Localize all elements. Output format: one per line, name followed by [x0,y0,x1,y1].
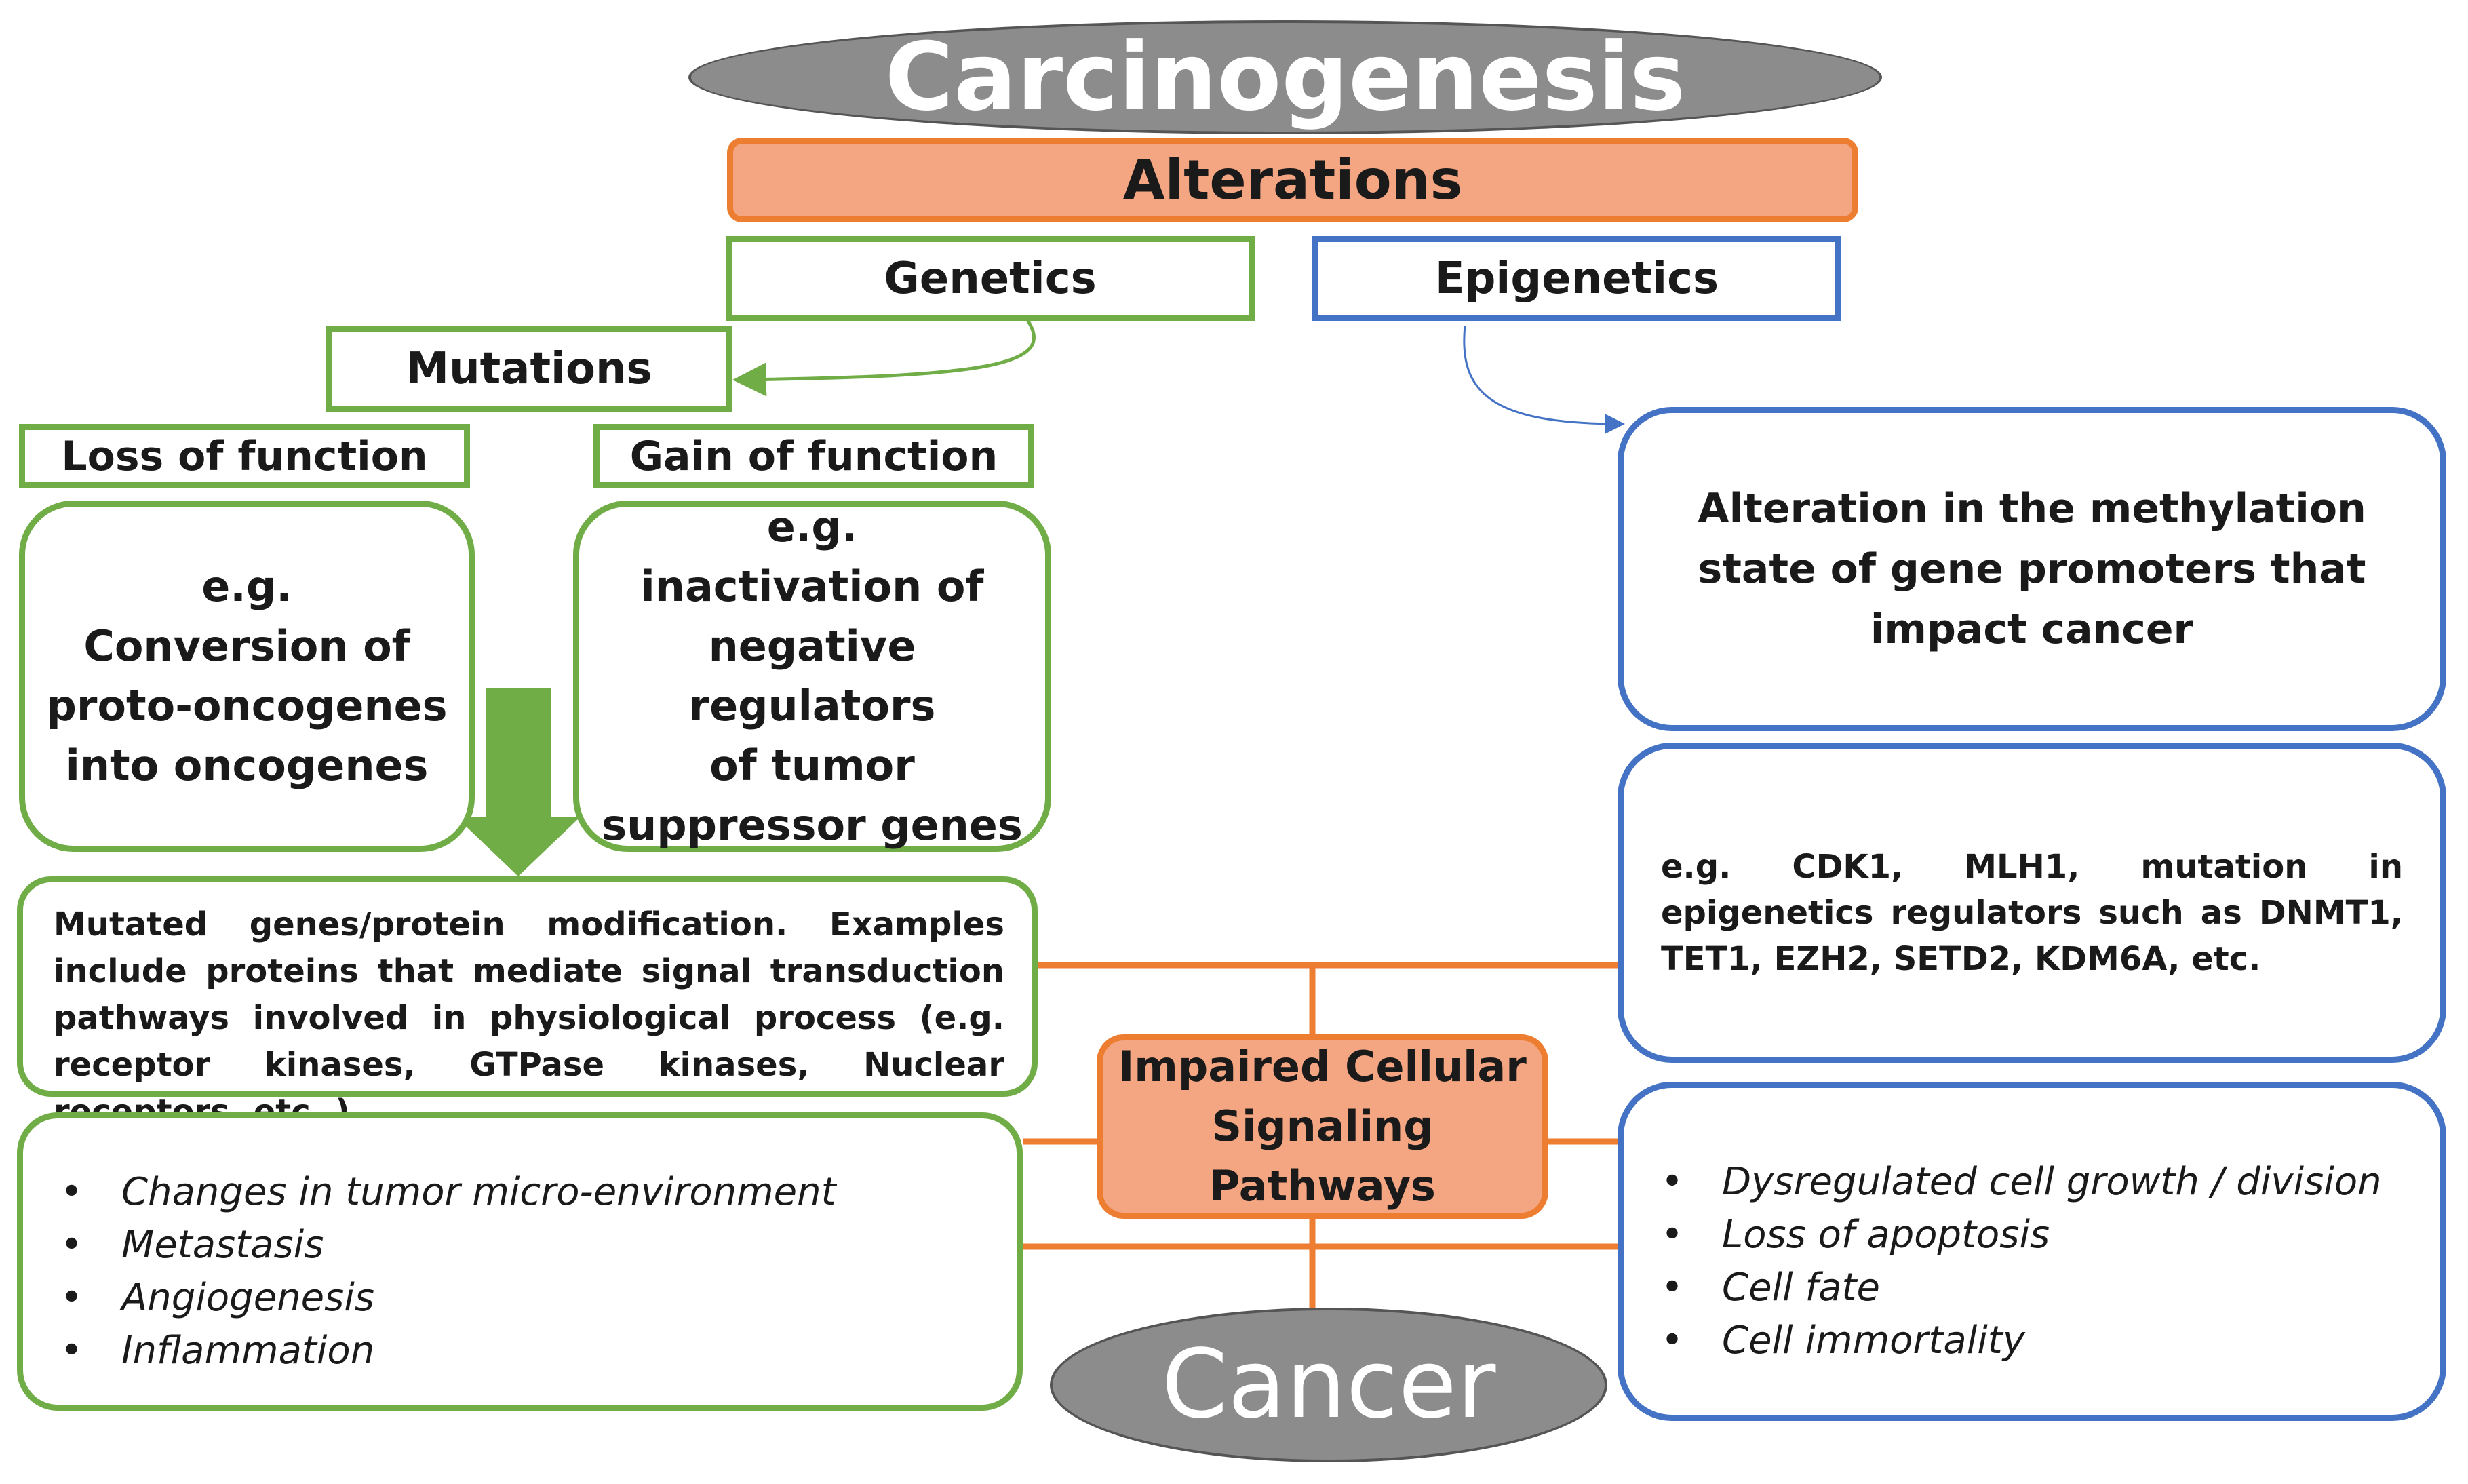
impaired-line-1: Impaired Cellular [1118,1042,1527,1091]
mutated-genes-box: Mutated genes/protein modification. Exam… [17,876,1038,1131]
gof-line-3: negative regulators [688,621,936,730]
right-outcome-item: Cell immortality [1624,1314,2440,1367]
cancer-ellipse: Cancer [1050,1308,1607,1462]
loss-of-function-example: e.g. Conversion of proto-oncogenes into … [19,501,475,852]
genetics-box: Genetics [726,236,1255,321]
epigenetic-examples-text: e.g. CDK1, MLH1, mutation in epigenetics… [1661,848,2403,978]
alterations-label: Alterations [1122,149,1463,212]
epigenetics-box: Epigenetics [1312,236,1841,321]
gof-line-5: suppressor genes [602,800,1023,850]
left-outcome-item: Angiogenesis [23,1272,1017,1325]
impaired-line-2: Signaling [1211,1101,1434,1151]
carcinogenesis-title: Carcinogenesis [884,22,1686,132]
left-outcomes-box: Changes in tumor micro-environment Metas… [17,1112,1023,1411]
mutations-box: Mutations [326,326,732,412]
epigenetics-to-methylation-arrow [1463,325,1625,434]
left-outcome-item: Inflammation [23,1325,1017,1378]
lof-line-1: e.g. [201,562,292,611]
gof-line-4: of tumor [709,741,915,790]
gain-of-function-box: Gain of function [593,424,1034,488]
right-outcome-item: Loss of apoptosis [1624,1209,2440,1262]
alterations-box: Alterations [727,138,1858,222]
genetics-to-mutations-arrow [732,319,1036,397]
methylation-box: Alteration in the methylation state of g… [1618,407,2446,731]
big-down-arrow [456,688,580,876]
impaired-line-3: Pathways [1209,1161,1436,1211]
gof-line-1: e.g. [766,502,858,551]
left-outcome-item: Metastasis [23,1219,1017,1272]
methylation-text: Alteration in the methylation state of g… [1698,484,2366,653]
impaired-signaling-box: Impaired Cellular Signaling Pathways [1097,1034,1548,1219]
epigenetics-label: Epigenetics [1434,253,1719,304]
gof-line-2: inactivation of [640,562,984,611]
carcinogenesis-ellipse: Carcinogenesis [688,20,1882,134]
lof-line-2: Conversion of [83,621,410,671]
cancer-label: Cancer [1161,1329,1496,1440]
right-outcome-item: Cell fate [1624,1262,2440,1314]
genetics-label: Genetics [884,253,1097,304]
loss-of-function-box: Loss of function [19,424,470,488]
right-outcomes-box: Dysregulated cell growth / division Loss… [1618,1082,2446,1421]
mutations-label: Mutations [406,344,652,394]
right-outcome-item: Dysregulated cell growth / division [1624,1156,2440,1209]
epigenetic-examples-box: e.g. CDK1, MLH1, mutation in epigenetics… [1618,743,2446,1063]
loss-of-function-label: Loss of function [61,432,428,480]
mutated-genes-text: Mutated genes/protein modification. Exam… [54,905,1004,1131]
gain-of-function-label: Gain of function [629,432,998,480]
left-outcome-item: Changes in tumor micro-environment [23,1166,1017,1219]
lof-line-3: proto-oncogenes [46,681,448,730]
gain-of-function-example: e.g. inactivation of negative regulators… [573,501,1051,852]
lof-line-4: into oncogenes [65,741,429,790]
